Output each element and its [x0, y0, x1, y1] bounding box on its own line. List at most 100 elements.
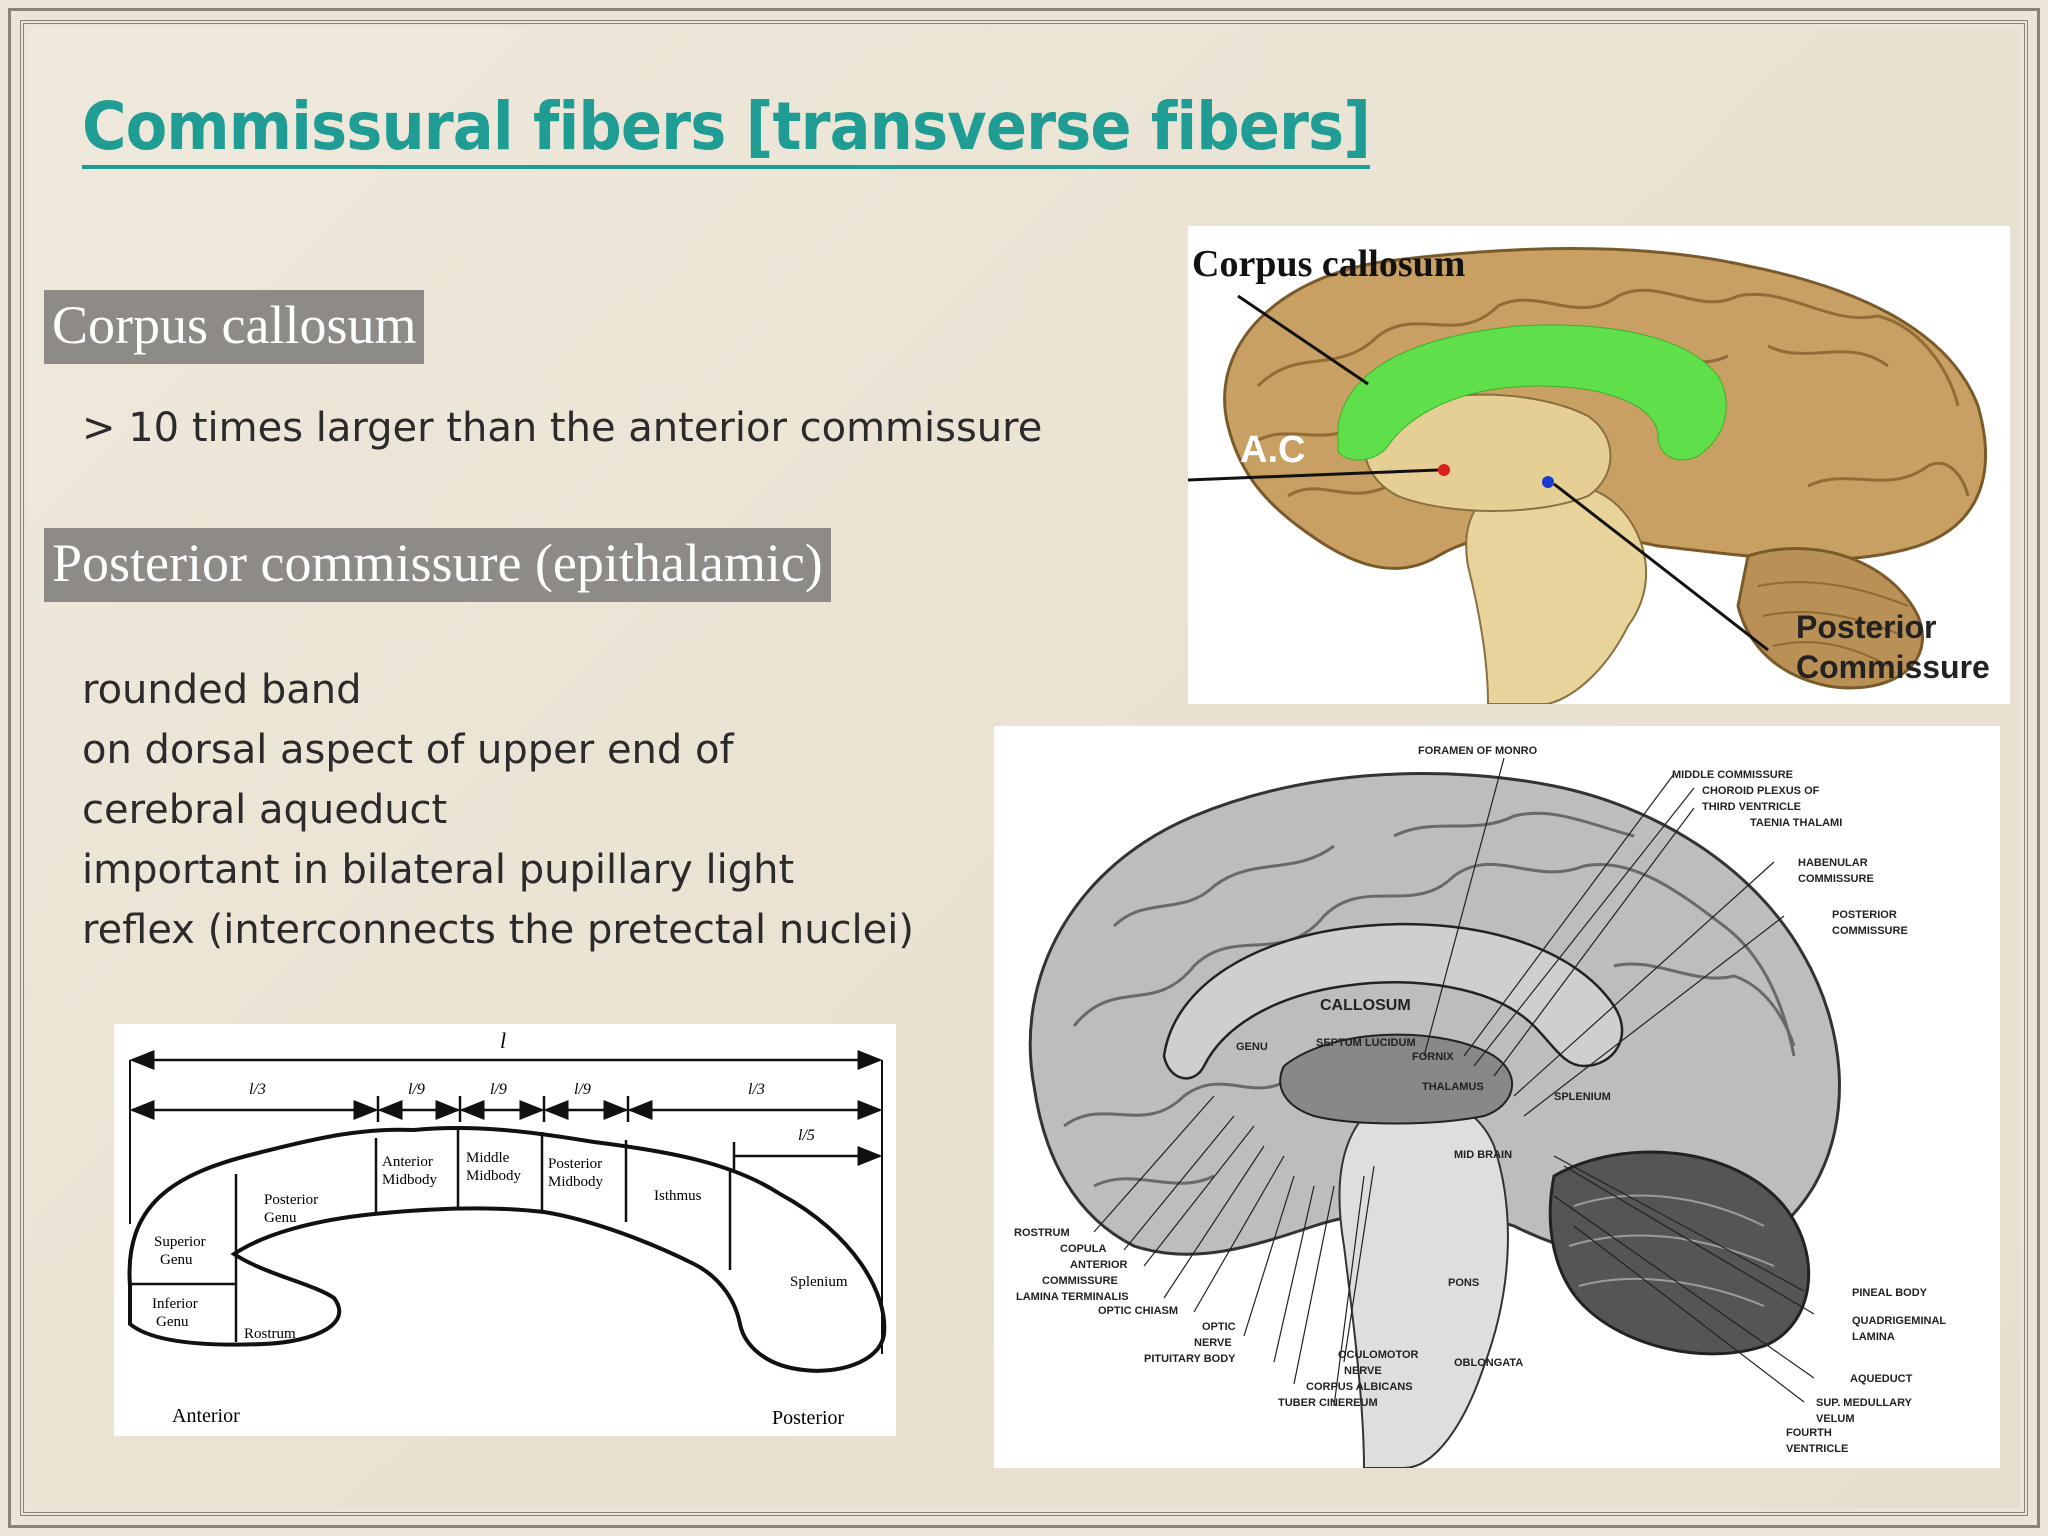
ac-label: A.C — [1240, 429, 1305, 471]
label-habenular: HABENULAR — [1798, 857, 1868, 869]
label-l: l — [500, 1028, 506, 1053]
slide-title: Commissural fibers [transverse fibers] — [82, 92, 1371, 170]
label-splenium: SPLENIUM — [1554, 1091, 1611, 1103]
thalamus-shape — [1279, 1033, 1514, 1125]
slide-frame-inner — [20, 20, 2028, 1516]
label-l3-a: l/3 — [249, 1081, 266, 1098]
corpus-callosum-text: > 10 times larger than the anterior comm… — [82, 405, 1043, 451]
label-quadrigeminal: QUADRIGEMINAL — [1852, 1315, 1946, 1327]
label-anterior: ANTERIOR — [1070, 1259, 1128, 1271]
list-item: reflex (interconnects the pretectal nucl… — [82, 907, 914, 953]
label-choroid: CHOROID PLEXUS OF — [1702, 785, 1820, 797]
label-oculomotor-nerve: NERVE — [1344, 1365, 1382, 1377]
label-anterior-commissure: COMMISSURE — [1042, 1275, 1118, 1287]
label-corpus-albicans: CORPUS ALBICANS — [1306, 1381, 1413, 1393]
posterior-commissure-heading: Posterior commissure (epithalamic) — [44, 528, 831, 602]
gyri-texture — [1063, 811, 1796, 1188]
label-third-ventricle: THIRD VENTRICLE — [1702, 801, 1801, 813]
label-taenia: TAENIA THALAMI — [1750, 817, 1842, 829]
label-superior-genu-2: Genu — [160, 1252, 193, 1268]
cerebrum-shape — [1028, 772, 1841, 1268]
label-sup-medullary: SUP. MEDULLARY — [1816, 1397, 1913, 1409]
label-l9-a: l/9 — [408, 1081, 425, 1098]
label-posterior: POSTERIOR — [1832, 909, 1897, 921]
label-l5: l/5 — [798, 1127, 815, 1144]
list-item: on dorsal aspect of upper end of — [82, 727, 734, 773]
label-inferior-genu-1: Inferior — [152, 1296, 198, 1312]
posterior-commissure-marker — [1542, 476, 1554, 488]
label-posterior-midbody-1: Posterior — [548, 1156, 602, 1172]
leader-lines — [1093, 757, 1815, 1407]
label-pineal: PINEAL BODY — [1852, 1287, 1928, 1299]
label-rostrum: ROSTRUM — [1014, 1227, 1070, 1239]
label-posterior-genu-1: Posterior — [264, 1192, 318, 1208]
brainstem-shape — [1465, 481, 1648, 704]
anterior-commissure-marker — [1438, 464, 1450, 476]
brainstem-shape — [1338, 1095, 1509, 1468]
label-inferior-genu-2: Genu — [156, 1314, 189, 1330]
label-posterior-genu-2: Genu — [264, 1210, 297, 1226]
segmentation-diagram: l l/3 l/9 l/9 l/9 l/3 l/5 — [127, 1028, 887, 1429]
corpus-callosum-heading: Corpus callosum — [44, 290, 425, 364]
label-posterior: Posterior — [772, 1407, 845, 1429]
label-isthmus: Isthmus — [654, 1188, 702, 1204]
label-anterior: Anterior — [172, 1405, 240, 1427]
label-anterior-midbody-1: Anterior — [382, 1154, 433, 1170]
list-item: cerebral aqueduct — [82, 787, 448, 833]
corpus-callosum-highlight — [1337, 324, 1727, 461]
label-ventricle: VENTRICLE — [1786, 1443, 1848, 1455]
label-tuber: TUBER CINEREUM — [1278, 1397, 1378, 1409]
cerebellum-shape — [1548, 1150, 1811, 1356]
callosum-segmentation-figure: l l/3 l/9 l/9 l/9 l/3 l/5 — [114, 1024, 896, 1436]
brain-line-illustration: FORAMEN OF MONRO MIDDLE COMMISSURE CHORO… — [994, 726, 2000, 1468]
label-superior-genu-1: Superior — [154, 1234, 206, 1250]
label-middle-midbody-2: Midbody — [466, 1168, 522, 1184]
list-item: important in bilateral pupillary light — [82, 847, 795, 893]
label-middle-commissure: MIDDLE COMMISSURE — [1672, 769, 1793, 781]
brain-photo-illustration: Corpus callosum A.C Posterior Commissure — [1188, 226, 2010, 704]
brain-photo-figure: Corpus callosum A.C Posterior Commissure — [1188, 226, 2010, 704]
label-oculomotor: OCULOMOTOR — [1338, 1349, 1419, 1361]
callosum-outline — [127, 1125, 887, 1373]
label-splenium: Splenium — [790, 1274, 848, 1290]
label-fornix: FORNIX — [1412, 1051, 1454, 1063]
label-velum: VELUM — [1816, 1413, 1855, 1425]
label-callosum: CALLOSUM — [1320, 997, 1411, 1014]
label-habenular-commissure: COMMISSURE — [1798, 873, 1874, 885]
corpus-callosum-pointer — [1237, 294, 1369, 386]
label-copula: COPULA — [1060, 1243, 1107, 1255]
posterior-commissure-list: rounded band on dorsal aspect of upper e… — [82, 660, 914, 960]
midsagittal-brain-diagram: FORAMEN OF MONRO MIDDLE COMMISSURE CHORO… — [994, 726, 2000, 1468]
label-lamina: LAMINA — [1852, 1331, 1895, 1343]
corpus-callosum-label: Corpus callosum — [1192, 243, 1465, 285]
corpus-callosum-shape — [1162, 922, 1624, 1080]
label-foramen: FORAMEN OF MONRO — [1418, 745, 1538, 757]
label-optic: OPTIC — [1202, 1321, 1236, 1333]
label-posterior-midbody-2: Midbody — [548, 1174, 604, 1190]
label-oblongata: OBLONGATA — [1454, 1357, 1523, 1369]
label-aqueduct: AQUEDUCT — [1850, 1373, 1913, 1385]
label-anterior-midbody-2: Midbody — [382, 1172, 438, 1188]
label-pons: PONS — [1448, 1277, 1479, 1289]
ac-pointer — [1188, 468, 1439, 482]
list-item: rounded band — [82, 667, 362, 713]
pc-pointer — [1553, 482, 1769, 652]
label-l9-c: l/9 — [574, 1081, 591, 1098]
pc-label-line1: Posterior — [1796, 609, 1936, 645]
label-pituitary: PITUITARY BODY — [1144, 1353, 1236, 1365]
label-genu: GENU — [1236, 1041, 1268, 1053]
label-fourth: FOURTH — [1786, 1427, 1832, 1439]
label-posterior-commissure: COMMISSURE — [1832, 925, 1908, 937]
label-l9-b: l/9 — [490, 1081, 507, 1098]
label-septum: SEPTUM LUCIDUM — [1316, 1037, 1416, 1049]
label-thalamus: THALAMUS — [1422, 1081, 1484, 1093]
label-rostrum: Rostrum — [244, 1326, 296, 1342]
slide-frame-outer — [8, 8, 2040, 1528]
label-l3-b: l/3 — [748, 1081, 765, 1098]
pc-label-line2: Commissure — [1796, 649, 1990, 685]
label-lamina-terminalis: LAMINA TERMINALIS — [1016, 1291, 1129, 1303]
label-middle-midbody-1: Middle — [466, 1150, 510, 1166]
label-optic-chiasm: OPTIC CHIASM — [1098, 1305, 1178, 1317]
label-optic-nerve: NERVE — [1194, 1337, 1232, 1349]
label-mid-brain: MID BRAIN — [1454, 1149, 1512, 1161]
